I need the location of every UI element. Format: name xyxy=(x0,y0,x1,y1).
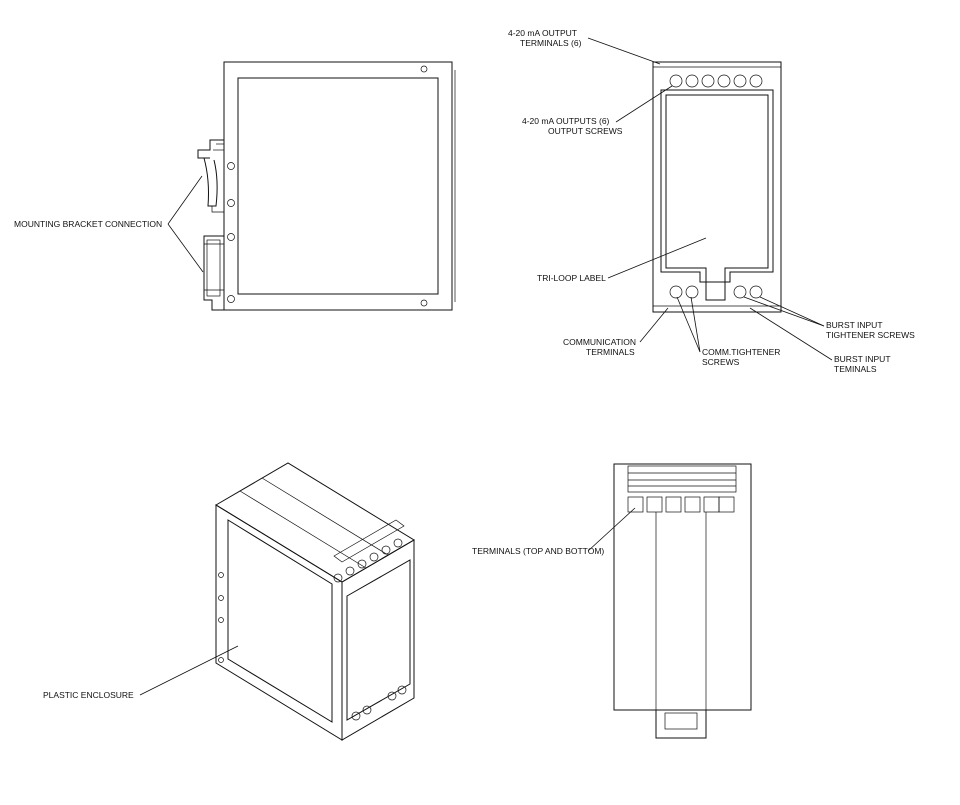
screw-hole xyxy=(420,299,428,307)
output-terminals-label-1: 4-20 mA OUTPUT xyxy=(508,28,577,38)
output-screws-label-2: OUTPUT SCREWS xyxy=(548,126,623,136)
burst-input-screw xyxy=(749,285,763,299)
plastic-enclosure-label: PLASTIC ENCLOSURE xyxy=(43,690,134,700)
leader-line xyxy=(690,296,701,353)
screw-hole xyxy=(227,199,235,207)
mounting-bracket-upper xyxy=(197,139,224,213)
screw-hole xyxy=(420,65,428,73)
side-view-body xyxy=(223,61,453,311)
burst-input-screw xyxy=(733,285,747,299)
output-screw xyxy=(701,74,715,88)
top-view xyxy=(613,463,752,739)
screw-hole xyxy=(227,162,235,170)
side-view xyxy=(197,61,456,311)
leader-line xyxy=(759,296,825,327)
screw-hole xyxy=(227,233,235,241)
output-screw xyxy=(669,74,683,88)
comm-tightener-screw xyxy=(685,285,699,299)
output-screw xyxy=(685,74,699,88)
front-view-body xyxy=(652,61,782,313)
comm-tightener-label-1: COMM.TIGHTENER xyxy=(702,347,780,357)
output-screw xyxy=(749,74,763,88)
terminal-block xyxy=(646,496,663,513)
terminal-block xyxy=(718,496,735,513)
terminals-top-bottom-label: TERMINALS (TOP AND BOTTOM) xyxy=(472,546,604,556)
output-screw xyxy=(717,74,731,88)
leader-line xyxy=(167,223,204,273)
burst-input-terminals-label-2: TEMINALS xyxy=(834,364,877,374)
iso-side xyxy=(341,539,415,741)
iso-top xyxy=(215,462,415,583)
output-screw xyxy=(733,74,747,88)
leader-line xyxy=(139,645,239,696)
leader-line xyxy=(639,307,669,343)
isometric-view xyxy=(215,462,415,741)
output-terminals-label-2: TERMINALS (6) xyxy=(520,38,582,48)
screw-hole xyxy=(227,295,235,303)
leader-line xyxy=(587,507,636,552)
front-view xyxy=(652,61,782,313)
terminal-block xyxy=(703,496,720,513)
leader-line xyxy=(167,175,203,225)
leader-line xyxy=(743,296,825,327)
comm-tightener-label-2: SCREWS xyxy=(702,357,740,367)
leader-line xyxy=(615,85,673,123)
terminal-block xyxy=(684,496,701,513)
iso-front xyxy=(215,504,343,741)
leader-line xyxy=(587,37,661,65)
output-screws-label-1: 4-20 mA OUTPUTS (6) xyxy=(522,116,610,126)
mounting-bracket-label: MOUNTING BRACKET CONNECTION xyxy=(14,219,162,229)
comm-tightener-screw xyxy=(669,285,683,299)
terminal-block xyxy=(665,496,682,513)
communication-terminals-label-1: COMMUNICATION xyxy=(563,337,636,347)
tri-loop-label-text: TRI-LOOP LABEL xyxy=(537,273,606,283)
top-view-body xyxy=(613,463,752,711)
mounting-bracket-lower xyxy=(203,235,224,311)
burst-input-tightener-label-2: TIGHTENER SCREWS xyxy=(826,330,915,340)
iso-label-area xyxy=(346,559,411,721)
terminal-block xyxy=(627,496,644,513)
burst-input-terminals-label-1: BURST INPUT xyxy=(834,354,891,364)
communication-terminals-label-2: TERMINALS xyxy=(586,347,635,357)
leader-line xyxy=(607,237,707,279)
tri-loop-label-area xyxy=(660,89,774,283)
leader-line xyxy=(676,296,701,353)
leader-line xyxy=(749,307,833,361)
burst-input-tightener-label-1: BURST INPUT xyxy=(826,320,883,330)
side-view-panel xyxy=(237,77,439,295)
